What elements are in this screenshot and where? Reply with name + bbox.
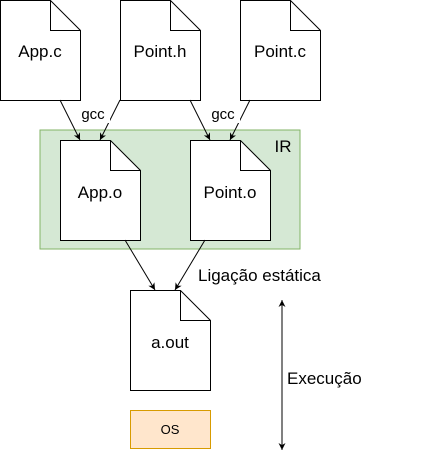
gcc-right-label: gcc (211, 106, 235, 123)
file-app-c: App.c (0, 0, 81, 101)
file-point-c: Point.c (240, 0, 321, 101)
os-label: OS (161, 422, 180, 437)
execution-label: Execução (287, 369, 362, 388)
svg-text:App.c: App.c (18, 42, 62, 61)
edge-app-o-to-a-out (124, 239, 156, 291)
gcc-left-bg (76, 105, 110, 123)
linking-label: Ligação estática (198, 266, 321, 285)
gcc-right-bg (206, 105, 240, 123)
edge-point-o-to-a-out (174, 239, 206, 291)
svg-text:App.o: App.o (78, 183, 122, 202)
edge-point-h-to-point-o (189, 99, 211, 141)
file-point-o: Point.o (190, 140, 271, 241)
svg-text:Point.o: Point.o (204, 183, 257, 202)
svg-text:Point.c: Point.c (254, 42, 306, 61)
file-point-h: Point.h (120, 0, 201, 101)
file-app-o: App.o (60, 140, 141, 241)
file-a-out: a.out (130, 290, 211, 391)
edge-app-c-to-app-o (59, 99, 81, 141)
ir-label: IR (275, 137, 292, 156)
svg-text:a.out: a.out (151, 333, 189, 352)
gcc-left-label: gcc (81, 106, 105, 123)
os-box (130, 410, 211, 449)
svg-text:Point.h: Point.h (134, 42, 187, 61)
